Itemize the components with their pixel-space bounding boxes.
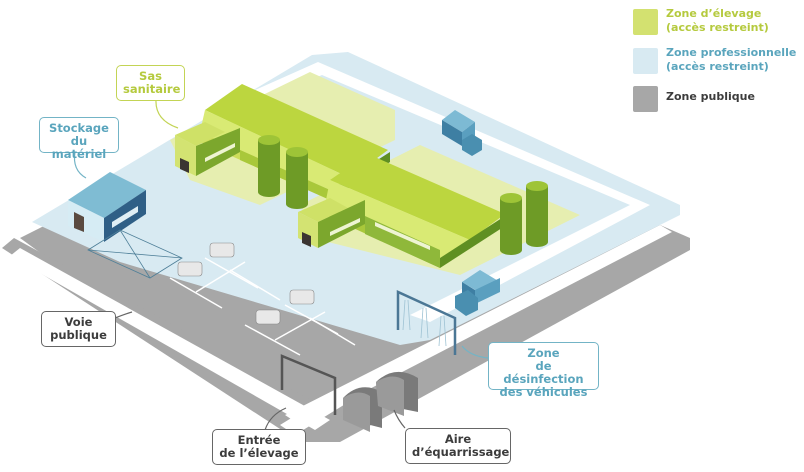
legend-item-zone-elevage: Zone d’élevage (accès restreint): [633, 6, 804, 42]
callout-zone-desinfection: Zone de désinfection des véhicules: [488, 342, 599, 399]
legend: Zone d’élevage (accès restreint) Zone pr…: [633, 6, 804, 119]
legend-label: Zone d’élevage: [666, 7, 762, 20]
entrance-gate: [280, 354, 337, 415]
legend-sublabel: (accès restreint): [666, 20, 769, 34]
legend-swatch: [633, 48, 658, 74]
barn-2: [298, 154, 548, 268]
legend-item-zone-publique: Zone publique: [633, 83, 804, 119]
legend-swatch: [633, 86, 658, 112]
leader-lines: [73, 99, 489, 431]
callout-stockage-materiel: Stockage du matériel: [39, 117, 119, 161]
callout-line: Entrée: [237, 433, 281, 447]
truck-icon: [455, 270, 500, 316]
legend-label: Zone publique: [666, 90, 755, 103]
callout-line: des véhicules: [499, 385, 588, 399]
callout-line: Zone: [527, 346, 560, 360]
callout-line: d’équarrissage: [412, 445, 510, 459]
legend-item-zone-professionnelle: Zone professionnelle (accès restreint): [633, 45, 804, 81]
callout-line: Sas: [139, 69, 162, 83]
callout-voie-publique: Voie publique: [41, 311, 116, 347]
callout-line: du matériel: [51, 134, 107, 161]
callout-line: Aire: [444, 432, 472, 446]
access-road: [285, 225, 672, 425]
rendering-bins: [343, 371, 418, 432]
storage-building: [68, 172, 183, 279]
callout-line: Voie: [64, 315, 93, 329]
barn-1: [175, 84, 390, 209]
callout-line: publique: [50, 328, 107, 342]
truck-icon: [442, 110, 482, 156]
legend-label: Zone professionnelle: [666, 46, 797, 59]
legend-swatch: [633, 9, 658, 35]
callout-sas-sanitaire: Sas sanitaire: [116, 65, 185, 101]
parking-lot: [169, 242, 356, 356]
callout-line: sanitaire: [123, 82, 181, 96]
callout-aire-equarrissage: Aire d’équarrissage: [405, 428, 511, 464]
callout-entree-elevage: Entrée de l’élevage: [212, 429, 306, 465]
legend-sublabel: (accès restreint): [666, 59, 769, 73]
callout-line: Stockage: [49, 121, 109, 135]
callout-line: de l’élevage: [219, 446, 299, 460]
callout-line: de désinfection: [503, 359, 584, 386]
disinfection-gantry: [396, 290, 457, 355]
